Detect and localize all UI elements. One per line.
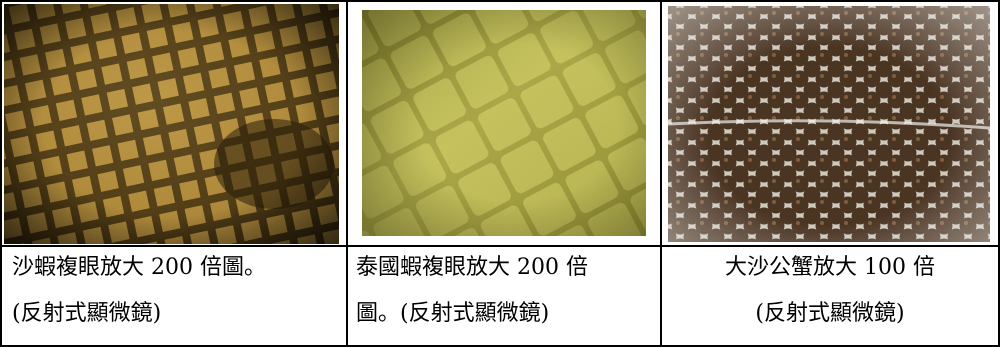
- sand-crab-caption-line1: 大沙公蟹放大 100 倍: [725, 255, 935, 280]
- table-col-divider-1: [346, 0, 348, 347]
- sand-shrimp-eye-photo: [4, 4, 339, 244]
- table-col-divider-2: [660, 0, 662, 347]
- table-border-bottom: [0, 345, 1000, 347]
- sand-shrimp-caption-line2: (反射式顯微鏡): [12, 301, 162, 326]
- table-border-left: [0, 0, 2, 347]
- sand-shrimp-caption-line1: 沙蝦複眼放大 200 倍圖。: [12, 255, 266, 280]
- thai-shrimp-eye-photo: [362, 10, 646, 236]
- table-row-divider: [0, 245, 1000, 247]
- table-border-top: [0, 0, 1000, 2]
- sand-crab-caption-line2: (反射式顯微鏡): [755, 301, 905, 326]
- table-border-right: [998, 0, 1000, 347]
- thai-shrimp-caption-line1: 泰國蝦複眼放大 200 倍: [356, 255, 588, 280]
- sand-crab-eye-photo: [668, 6, 990, 242]
- thai-shrimp-caption-line2: 圖。(反射式顯微鏡): [356, 301, 550, 326]
